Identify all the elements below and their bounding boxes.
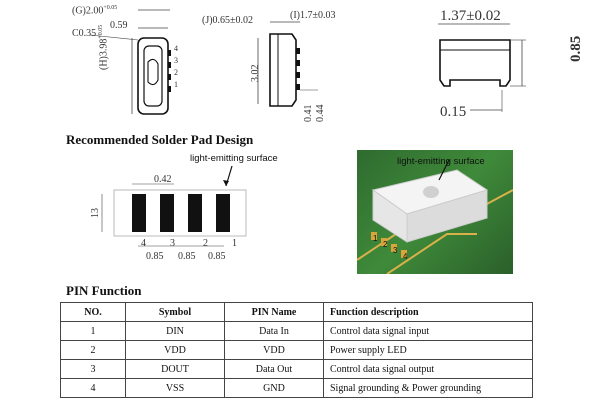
dim-pin-b: 0.44 <box>315 104 326 123</box>
cell-pin-name: GND <box>224 378 324 398</box>
pad-height: 13 <box>90 208 101 218</box>
pad-pin-1: 1 <box>232 238 237 249</box>
side-view-drawing <box>257 21 318 107</box>
dim-length: 3.02 <box>250 64 261 83</box>
header-pin-name: PIN Name <box>224 302 324 322</box>
photo-pin-2: 2 <box>383 240 388 249</box>
header-symbol: Symbol <box>125 302 225 322</box>
pin-function-table: NO. Symbol PIN Name Function description… <box>60 302 533 398</box>
photo-pin-4: 4 <box>403 252 408 261</box>
dim-end-foot: 0.15 <box>440 104 467 120</box>
cell-pin-name: VDD <box>224 340 324 360</box>
cell-pin-name: Data In <box>224 321 324 341</box>
cell-symbol: DIN <box>125 321 225 341</box>
cell-symbol: DOUT <box>125 359 225 379</box>
pin-number-4: 4 <box>174 44 178 53</box>
end-view-drawing <box>438 23 526 112</box>
pitch-2: 0.85 <box>178 251 196 262</box>
dim-g: (G)2.00+0.05 <box>72 5 118 17</box>
pad-pin-4: 4 <box>141 238 146 249</box>
solder-title: Recommended Solder Pad Design <box>66 132 254 147</box>
photo-surface-label: light-emitting surface <box>397 156 485 167</box>
cell-no: 3 <box>60 359 126 379</box>
dim-w: 0.59 <box>110 20 128 31</box>
cell-symbol: VDD <box>125 340 225 360</box>
dim-i: (I)1.7±0.03 <box>290 10 336 21</box>
photo-illustration <box>357 159 513 274</box>
cell-pin-name: Data Out <box>224 359 324 379</box>
dim-end-width: 1.37±0.02 <box>440 8 501 24</box>
pin-number-3: 3 <box>174 56 178 65</box>
dim-end-height: 0.85 <box>568 35 584 62</box>
table-row: 4 VSS GND Signal grounding & Power groun… <box>60 378 533 398</box>
pin-number-1: 1 <box>174 80 178 89</box>
header-function: Function description <box>323 302 533 322</box>
pin-number-2: 2 <box>174 68 178 77</box>
cell-no: 1 <box>60 321 126 341</box>
dim-pin-a: 0.41 <box>303 104 314 123</box>
pitch-3: 0.85 <box>208 251 226 262</box>
pad-pin-2: 2 <box>203 238 208 249</box>
dim-j: (J)0.65±0.02 <box>202 15 254 26</box>
dim-chamfer: C0.35 <box>72 28 97 39</box>
cell-function: Signal grounding & Power grounding <box>323 378 533 398</box>
header-no: NO. <box>60 302 126 322</box>
table-row: 3 DOUT Data Out Control data signal outp… <box>60 359 533 379</box>
pad-width: 0.42 <box>154 174 172 185</box>
photo-pin-1: 1 <box>373 234 378 243</box>
pin-function-title: PIN Function <box>66 283 142 298</box>
led-photo: light-emitting surface 1 2 3 4 <box>357 150 513 274</box>
solder-pad-drawing <box>101 165 247 247</box>
table-row: 2 VDD VDD Power supply LED <box>60 340 533 360</box>
cell-function: Control data signal input <box>323 321 533 341</box>
cell-function: Control data signal output <box>323 359 533 379</box>
dim-h: (H)3.98+0.05 <box>98 24 110 70</box>
pad-pin-3: 3 <box>170 238 175 249</box>
cell-function: Power supply LED <box>323 340 533 360</box>
solder-surface-label: light-emitting surface <box>190 153 278 164</box>
cell-no: 4 <box>60 378 126 398</box>
cell-no: 2 <box>60 340 126 360</box>
pitch-1: 0.85 <box>146 251 164 262</box>
top-view-drawing <box>89 9 171 115</box>
table-row: 1 DIN Data In Control data signal input <box>60 321 533 341</box>
cell-symbol: VSS <box>125 378 225 398</box>
photo-pin-3: 3 <box>393 246 398 255</box>
table-header-row: NO. Symbol PIN Name Function description <box>60 302 533 322</box>
